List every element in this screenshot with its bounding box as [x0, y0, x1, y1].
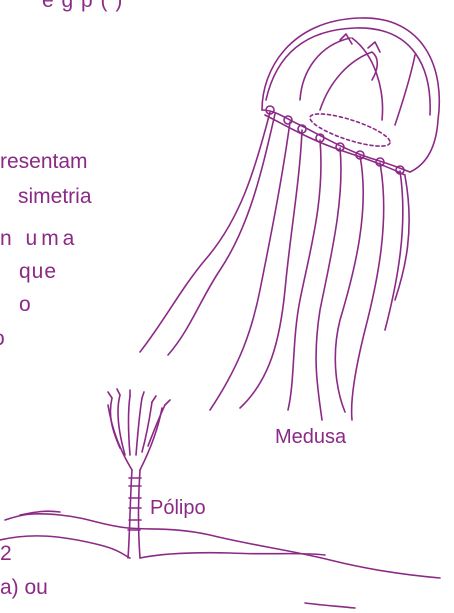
text-fragment-top: e g p ( ) [42, 0, 123, 13]
text-fragment: que [19, 260, 57, 284]
medusa-tentacle [140, 112, 270, 352]
medusa-label: Medusa [275, 426, 346, 448]
text-fragment: n uma [0, 227, 78, 251]
polipo-stalk [128, 470, 140, 558]
text-fragment: a) ou [0, 576, 48, 600]
seabed-line [5, 514, 440, 578]
text-fragment: 2 [0, 542, 12, 566]
polipo-label: Pólipo [150, 497, 206, 519]
text-fragment: o [0, 327, 5, 351]
text-fragment: o [19, 293, 31, 317]
medusa-tentacle [352, 163, 384, 420]
text-fragment: simetria [18, 185, 92, 209]
text-fragment: resentam [0, 150, 88, 174]
medusa-tentacle [385, 171, 403, 330]
